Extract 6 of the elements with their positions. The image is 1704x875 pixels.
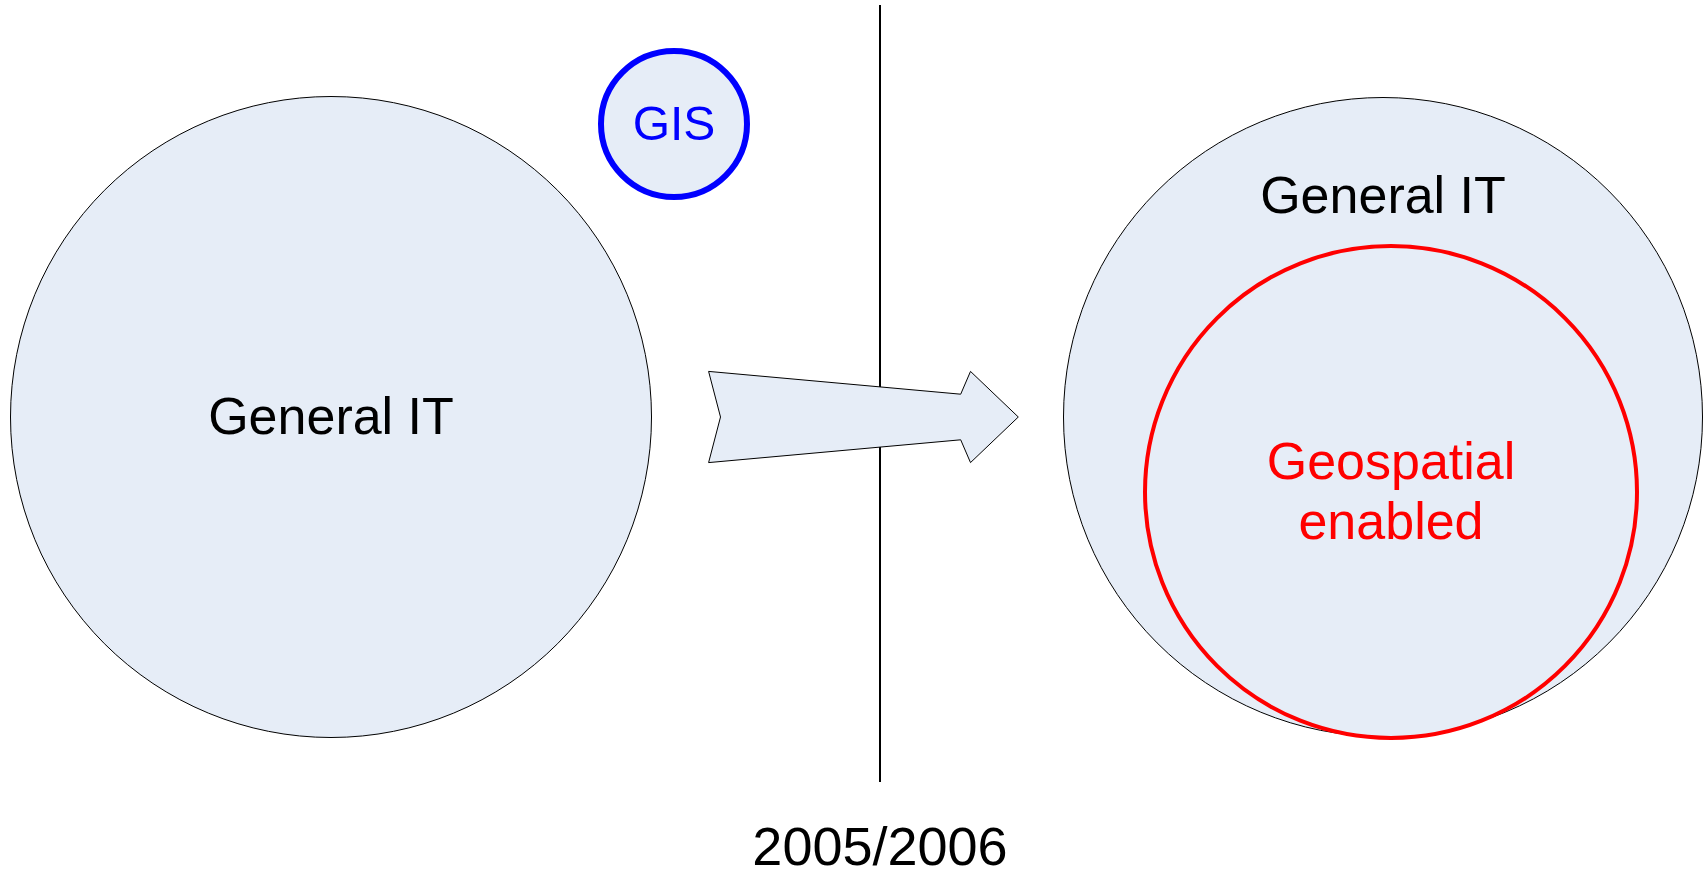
circle-label: Geospatial enabled	[1265, 432, 1517, 552]
year-label: 2005/2006	[751, 815, 1009, 875]
circle-label: General IT	[1259, 166, 1507, 226]
block-arrow	[708, 370, 1019, 464]
circle-label: GIS	[631, 96, 717, 152]
circle-label: General IT	[207, 387, 455, 447]
